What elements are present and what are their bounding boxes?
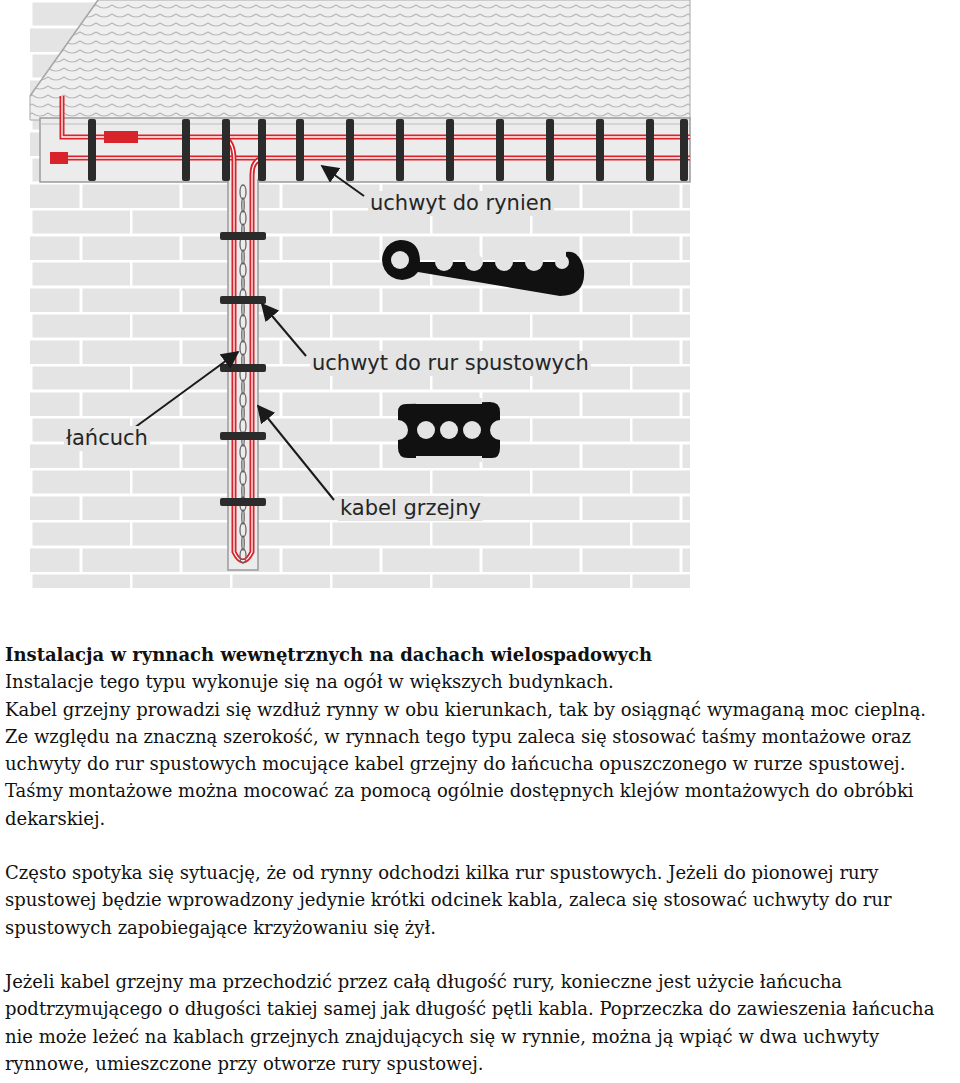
- chain: [240, 185, 246, 563]
- callout-label: kabel grzejny: [338, 496, 483, 521]
- callout-label: uchwyt do rynien: [368, 191, 554, 216]
- roof-tiles: [30, 0, 690, 120]
- section-heading: Instalacja w rynnach wewnętrznych na dac…: [5, 641, 955, 668]
- heating-cable: [50, 96, 690, 561]
- paragraph: Kabel grzejny prowadzi się wzdłuż rynny …: [5, 696, 955, 723]
- paragraph: Taśmy montażowe można mocować za pomocą …: [5, 777, 955, 832]
- downpipe-clips: [220, 232, 266, 506]
- callout-label: łańcuch: [64, 426, 150, 451]
- paragraph: Instalacje tego typu wykonuje się na ogó…: [5, 668, 955, 695]
- gutter-clips: [88, 119, 688, 181]
- brick-wall: [30, 0, 690, 588]
- gutter-clip-icon: [382, 240, 584, 296]
- gutter: [40, 118, 690, 182]
- leader-lines: [134, 166, 364, 500]
- paragraph: Ze względu na znaczną szerokość, w rynna…: [5, 723, 955, 778]
- paragraph: Często spotyka się sytuację, że od rynny…: [5, 859, 955, 941]
- downpipe-clip-icon: [388, 398, 510, 462]
- paragraph: Jeżeli kabel grzejny ma przechodzić prze…: [5, 968, 955, 1077]
- callout-label: uchwyt do rur spustowych: [310, 351, 591, 376]
- document-text: Instalacja w rynnach wewnętrznych na dac…: [5, 641, 955, 1077]
